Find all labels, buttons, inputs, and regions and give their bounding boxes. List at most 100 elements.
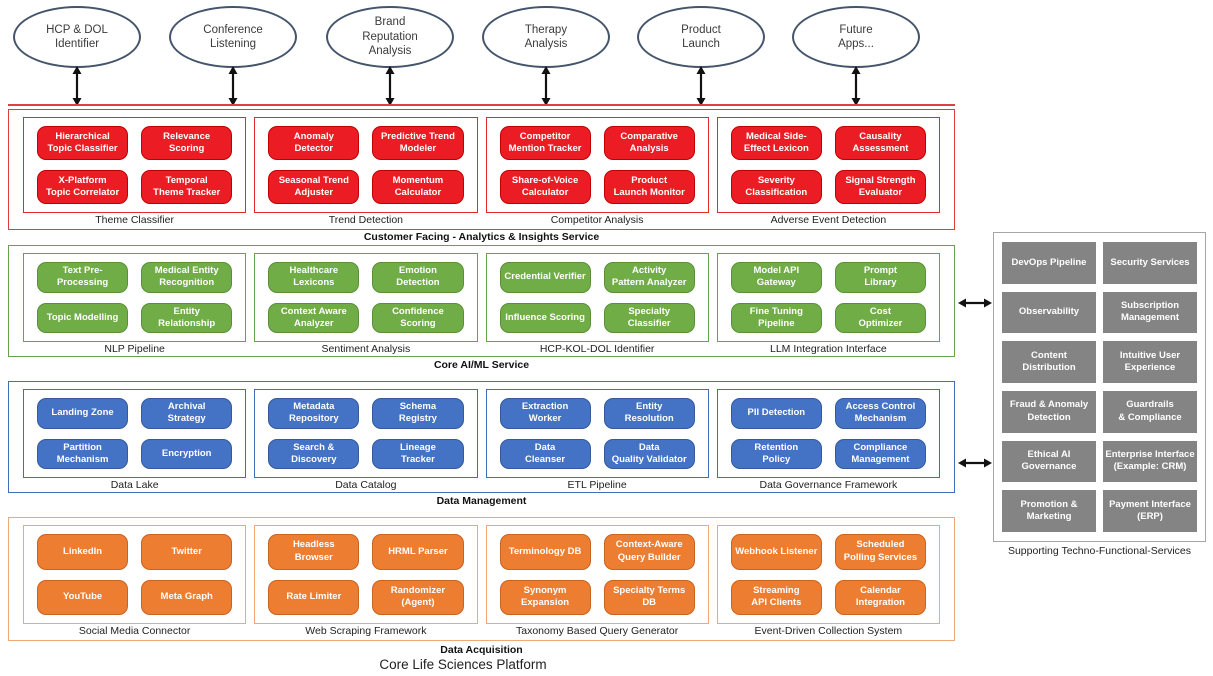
module: Healthcare Lexicons [268,262,360,293]
layer-caption-customer-facing: Customer Facing - Analytics & Insights S… [363,231,600,243]
module: HRML Parser [372,534,464,570]
module: Entity Relationship [141,302,233,334]
module: Compliance Management [834,438,926,470]
module: Scheduled Polling Services [834,534,926,570]
service-box: DevOps Pipeline [1002,242,1096,284]
module: PII Detection [730,398,822,429]
layer-caption-core-ai-ml: Core AI/ML Service [433,359,530,371]
module: Encryption [141,438,233,470]
module: Search & Discovery [268,438,360,470]
app-ellipse-product-launch: Product Launch [637,6,765,68]
group-label: Theme Classifier [95,214,175,226]
module: Landing Zone [37,398,129,429]
module: Product Launch Monitor [603,170,695,204]
module: Influence Scoring [499,302,591,334]
group-box: Competitor Mention Tracker Comparative A… [485,117,709,213]
module: Headless Browser [268,534,360,570]
module: Rate Limiter [268,579,360,615]
module: LinkedIn [37,534,129,570]
group-box: Landing Zone Archival Strategy Partition… [23,389,247,479]
module: Credential Verifier [499,262,591,293]
module: Temporal Theme Tracker [141,170,233,204]
service-box: Intuitive User Experience [1103,341,1197,383]
group-label: Adverse Event Detection [770,214,887,226]
service-box: Guardrails & Compliance [1103,391,1197,433]
module: Cost Optimizer [834,302,926,334]
group-sentiment-analysis: Healthcare Lexicons Emotion Detection Co… [254,253,478,356]
module: Share-of-Voice Calculator [499,170,591,204]
support-panel-caption: Supporting Techno-Functional-Services [1007,545,1192,557]
layer-customer-facing: Hierarchical Topic Classifier Relevance … [8,109,955,230]
group-box: Hierarchical Topic Classifier Relevance … [23,117,247,213]
module: Topic Modelling [37,302,129,334]
service-box: Enterprise Interface (Example: CRM) [1103,440,1197,483]
module: Context Aware Analyzer [268,302,360,334]
module: Data Cleanser [499,438,591,470]
module: Prompt Library [834,262,926,293]
module: Signal Strength Evaluator [834,170,926,204]
app-ellipse-hcp-dol-identifier: HCP & DOL Identifier [13,6,141,68]
platform-title: Core Life Sciences Platform [379,657,547,672]
module: Comparative Analysis [603,126,695,160]
module: Schema Registry [372,398,464,429]
module: X-Platform Topic Correlator [37,170,129,204]
group-box: PII Detection Access Control Mechanism R… [716,389,940,479]
module: Webhook Listener [730,534,822,570]
app-ellipse-conference-listening: Conference Listening [169,6,297,68]
module: Lineage Tracker [372,438,464,470]
group-label: Sentiment Analysis [321,343,411,356]
group-etl-pipeline: Extraction Worker Entity Resolution Data… [485,389,709,492]
service-box: Content Distribution [1002,341,1096,383]
module: Medical Side- Effect Lexicon [730,126,822,160]
group-nlp-pipeline: Text Pre- Processing Medical Entity Reco… [23,253,247,356]
vertical-double-arrow-icon [849,66,863,111]
support-services-panel: DevOps Pipeline Security Services Observ… [993,232,1206,542]
group-label: NLP Pipeline [104,343,165,356]
module: Predictive Trend Modeler [372,126,464,160]
group-label: HCP-KOL-DOL Identifier [539,343,655,356]
module: Retention Policy [730,438,822,470]
group-box: Model API Gateway Prompt Library Fine Tu… [716,253,940,343]
layer-caption-data-management: Data Management [436,495,527,507]
module: Streaming API Clients [730,579,822,615]
layer-data-acquisition: LinkedIn Twitter YouTube Meta Graph Soci… [8,517,955,641]
layer-core-ai-ml: Text Pre- Processing Medical Entity Reco… [8,245,955,357]
group-adverse-event-detection: Medical Side- Effect Lexicon Causality A… [716,117,940,227]
app-ellipse-brand-reputation: Brand Reputation Analysis [326,6,454,68]
module: Activity Pattern Analyzer [603,262,695,293]
group-box: Healthcare Lexicons Emotion Detection Co… [254,253,478,343]
module: Meta Graph [141,579,233,615]
service-box: Payment Interface (ERP) [1103,490,1197,532]
group-box: Headless Browser HRML Parser Rate Limite… [254,525,478,624]
module: Specialty Classifier [603,302,695,334]
group-label: Web Scraping Framework [305,625,427,637]
group-data-catalog: Metadata Repository Schema Registry Sear… [254,389,478,491]
group-box: Credential Verifier Activity Pattern Ana… [485,253,709,343]
layer-data-management: Landing Zone Archival Strategy Partition… [8,381,955,493]
module: Relevance Scoring [141,126,233,160]
module: Emotion Detection [372,262,464,293]
module: Calendar Integration [834,579,926,615]
group-box: Webhook Listener Scheduled Polling Servi… [716,525,940,624]
module: Entity Resolution [603,398,695,429]
module: Specialty Terms DB [603,579,695,615]
module: Severity Classification [730,170,822,204]
group-label: Event-Driven Collection System [754,625,903,637]
horizontal-double-arrow-icon [958,456,992,475]
vertical-double-arrow-icon [694,66,708,111]
group-data-governance-framework: PII Detection Access Control Mechanism R… [716,389,940,491]
group-web-scraping-framework: Headless Browser HRML Parser Rate Limite… [254,525,478,638]
group-box: Extraction Worker Entity Resolution Data… [485,389,709,479]
group-label: ETL Pipeline [567,479,627,492]
group-box: Metadata Repository Schema Registry Sear… [254,389,478,479]
service-box: Fraud & Anomaly Detection [1002,391,1096,433]
module: Synonym Expansion [499,579,591,615]
module: Medical Entity Recognition [141,262,233,293]
module: Twitter [141,534,233,570]
group-data-lake: Landing Zone Archival Strategy Partition… [23,389,247,491]
vertical-double-arrow-icon [383,66,397,111]
group-label: Trend Detection [328,214,404,226]
group-box: LinkedIn Twitter YouTube Meta Graph [23,525,247,624]
group-trend-detection: Anomaly Detector Predictive Trend Modele… [254,117,478,227]
